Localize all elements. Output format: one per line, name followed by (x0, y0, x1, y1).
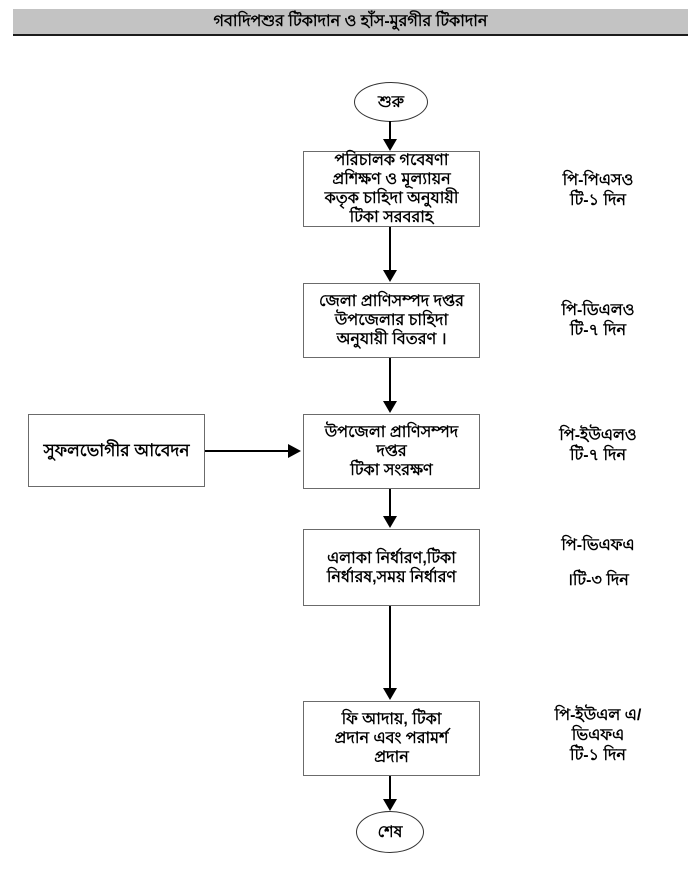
end-node: শেষ (356, 811, 424, 853)
box-line: প্রদান (374, 749, 409, 766)
box-line: সুফলভোগীর আবেদন (43, 441, 190, 460)
box-line: নির্ধারষ,সময় নির্ধারণ (326, 568, 457, 586)
box-line: কতৃক চাহিদা অনুযায়ী (324, 190, 459, 207)
box-line: উপজেলা প্রাণিসম্পদ (324, 424, 459, 441)
arrow-down-icon (383, 401, 397, 413)
box-line: পরিচালক গবেষণা (334, 152, 449, 169)
page-title: গবাদিপশুর টিকাদান ও হাঁস-মুরগীর টিকাদান (13, 9, 688, 36)
side-label-line: টি-৭ দিন (569, 322, 626, 339)
arrow-leftbox-to-box3 (205, 450, 289, 452)
side-label-ula-vfa: পি-ইউএল এ/ ভিএফএ টি-১ দিন (528, 706, 668, 766)
process-box-upazila-storage: উপজেলা প্রাণিসম্পদ দপ্তর টিকা সংরক্ষণ (303, 414, 480, 489)
box-line: প্রদান এবং পরামর্শ (334, 730, 449, 747)
side-label-dlo: পি-ডিএলও টি-৭ দিন (528, 301, 668, 341)
box-line: এলাকা নির্ধারণ,টিকা (327, 549, 456, 567)
start-node: শুরু (354, 82, 428, 122)
arrow-down-icon (383, 688, 397, 700)
end-label: শেষ (377, 823, 403, 841)
box-line: জেলা প্রাণিসম্পদ দপ্তর (319, 293, 464, 310)
side-label-line: টি-১ দিন (570, 747, 626, 764)
arrow-down-icon (383, 799, 397, 811)
process-box-vaccine-supply: পরিচালক গবেষণা প্রশিক্ষণ ও মূল্যায়ন কতৃ… (303, 151, 480, 227)
process-box-fee-vaccination-advice: ফি আদায়, টিকা প্রদান এবং পরামর্শ প্রদান (303, 701, 480, 776)
arrow-down-icon (383, 139, 397, 151)
side-label-line: টি-৭ দিন (569, 447, 626, 464)
side-label-line: পি-ডিএলও (561, 302, 635, 319)
box-line: অনুযায়ী বিতরণ । (336, 331, 447, 348)
box-line: উপজেলার চাহিদা (334, 312, 449, 329)
side-label-line: টি-১ দিন (570, 192, 626, 209)
arrow-box3-to-box4 (389, 489, 391, 517)
arrow-box2-to-box3 (389, 358, 391, 402)
side-label-vfa: পি-ভিএফএ ।টি-৩ দিন (528, 536, 668, 591)
side-label-line: পি-ভিএফএ (561, 537, 635, 554)
beneficiary-application-box: সুফলভোগীর আবেদন (28, 414, 205, 487)
arrow-start-to-box1 (389, 121, 391, 141)
arrow-down-icon (383, 270, 397, 282)
start-label: শুরু (377, 93, 405, 111)
side-label-line: পি-ইউএল এ/ (554, 707, 642, 724)
box-line: ফি আদায়, টিকা (341, 711, 442, 728)
side-label-ulo: পি-ইউএলও টি-৭ দিন (528, 426, 668, 466)
arrow-box1-to-box2 (389, 227, 391, 271)
box-line: টিকা সংরক্ষণ (350, 462, 433, 479)
arrow-down-icon (383, 516, 397, 528)
box-line: টিকা সরবরাহ (349, 209, 434, 226)
side-label-line: ভিএফএ (571, 727, 625, 744)
side-label-line: পি-পিএসও (562, 172, 634, 189)
page-title-text: গবাদিপশুর টিকাদান ও হাঁস-মুরগীর টিকাদান (213, 13, 488, 30)
process-box-district-distribution: জেলা প্রাণিসম্পদ দপ্তর উপজেলার চাহিদা অন… (303, 283, 480, 358)
side-label-line: ।টি-৩ দিন (567, 572, 629, 589)
side-label-ppso: পি-পিএসও টি-১ দিন (528, 171, 668, 211)
arrow-box4-to-box5 (389, 606, 391, 689)
box-line: দপ্তর (376, 443, 407, 460)
process-box-area-time-selection: এলাকা নির্ধারণ,টিকা নির্ধারষ,সময় নির্ধা… (303, 529, 480, 606)
arrow-box5-to-end (389, 776, 391, 800)
box-line: প্রশিক্ষণ ও মূল্যায়ন (332, 171, 451, 188)
side-label-line: পি-ইউএলও (559, 427, 637, 444)
arrow-right-icon (288, 444, 301, 458)
